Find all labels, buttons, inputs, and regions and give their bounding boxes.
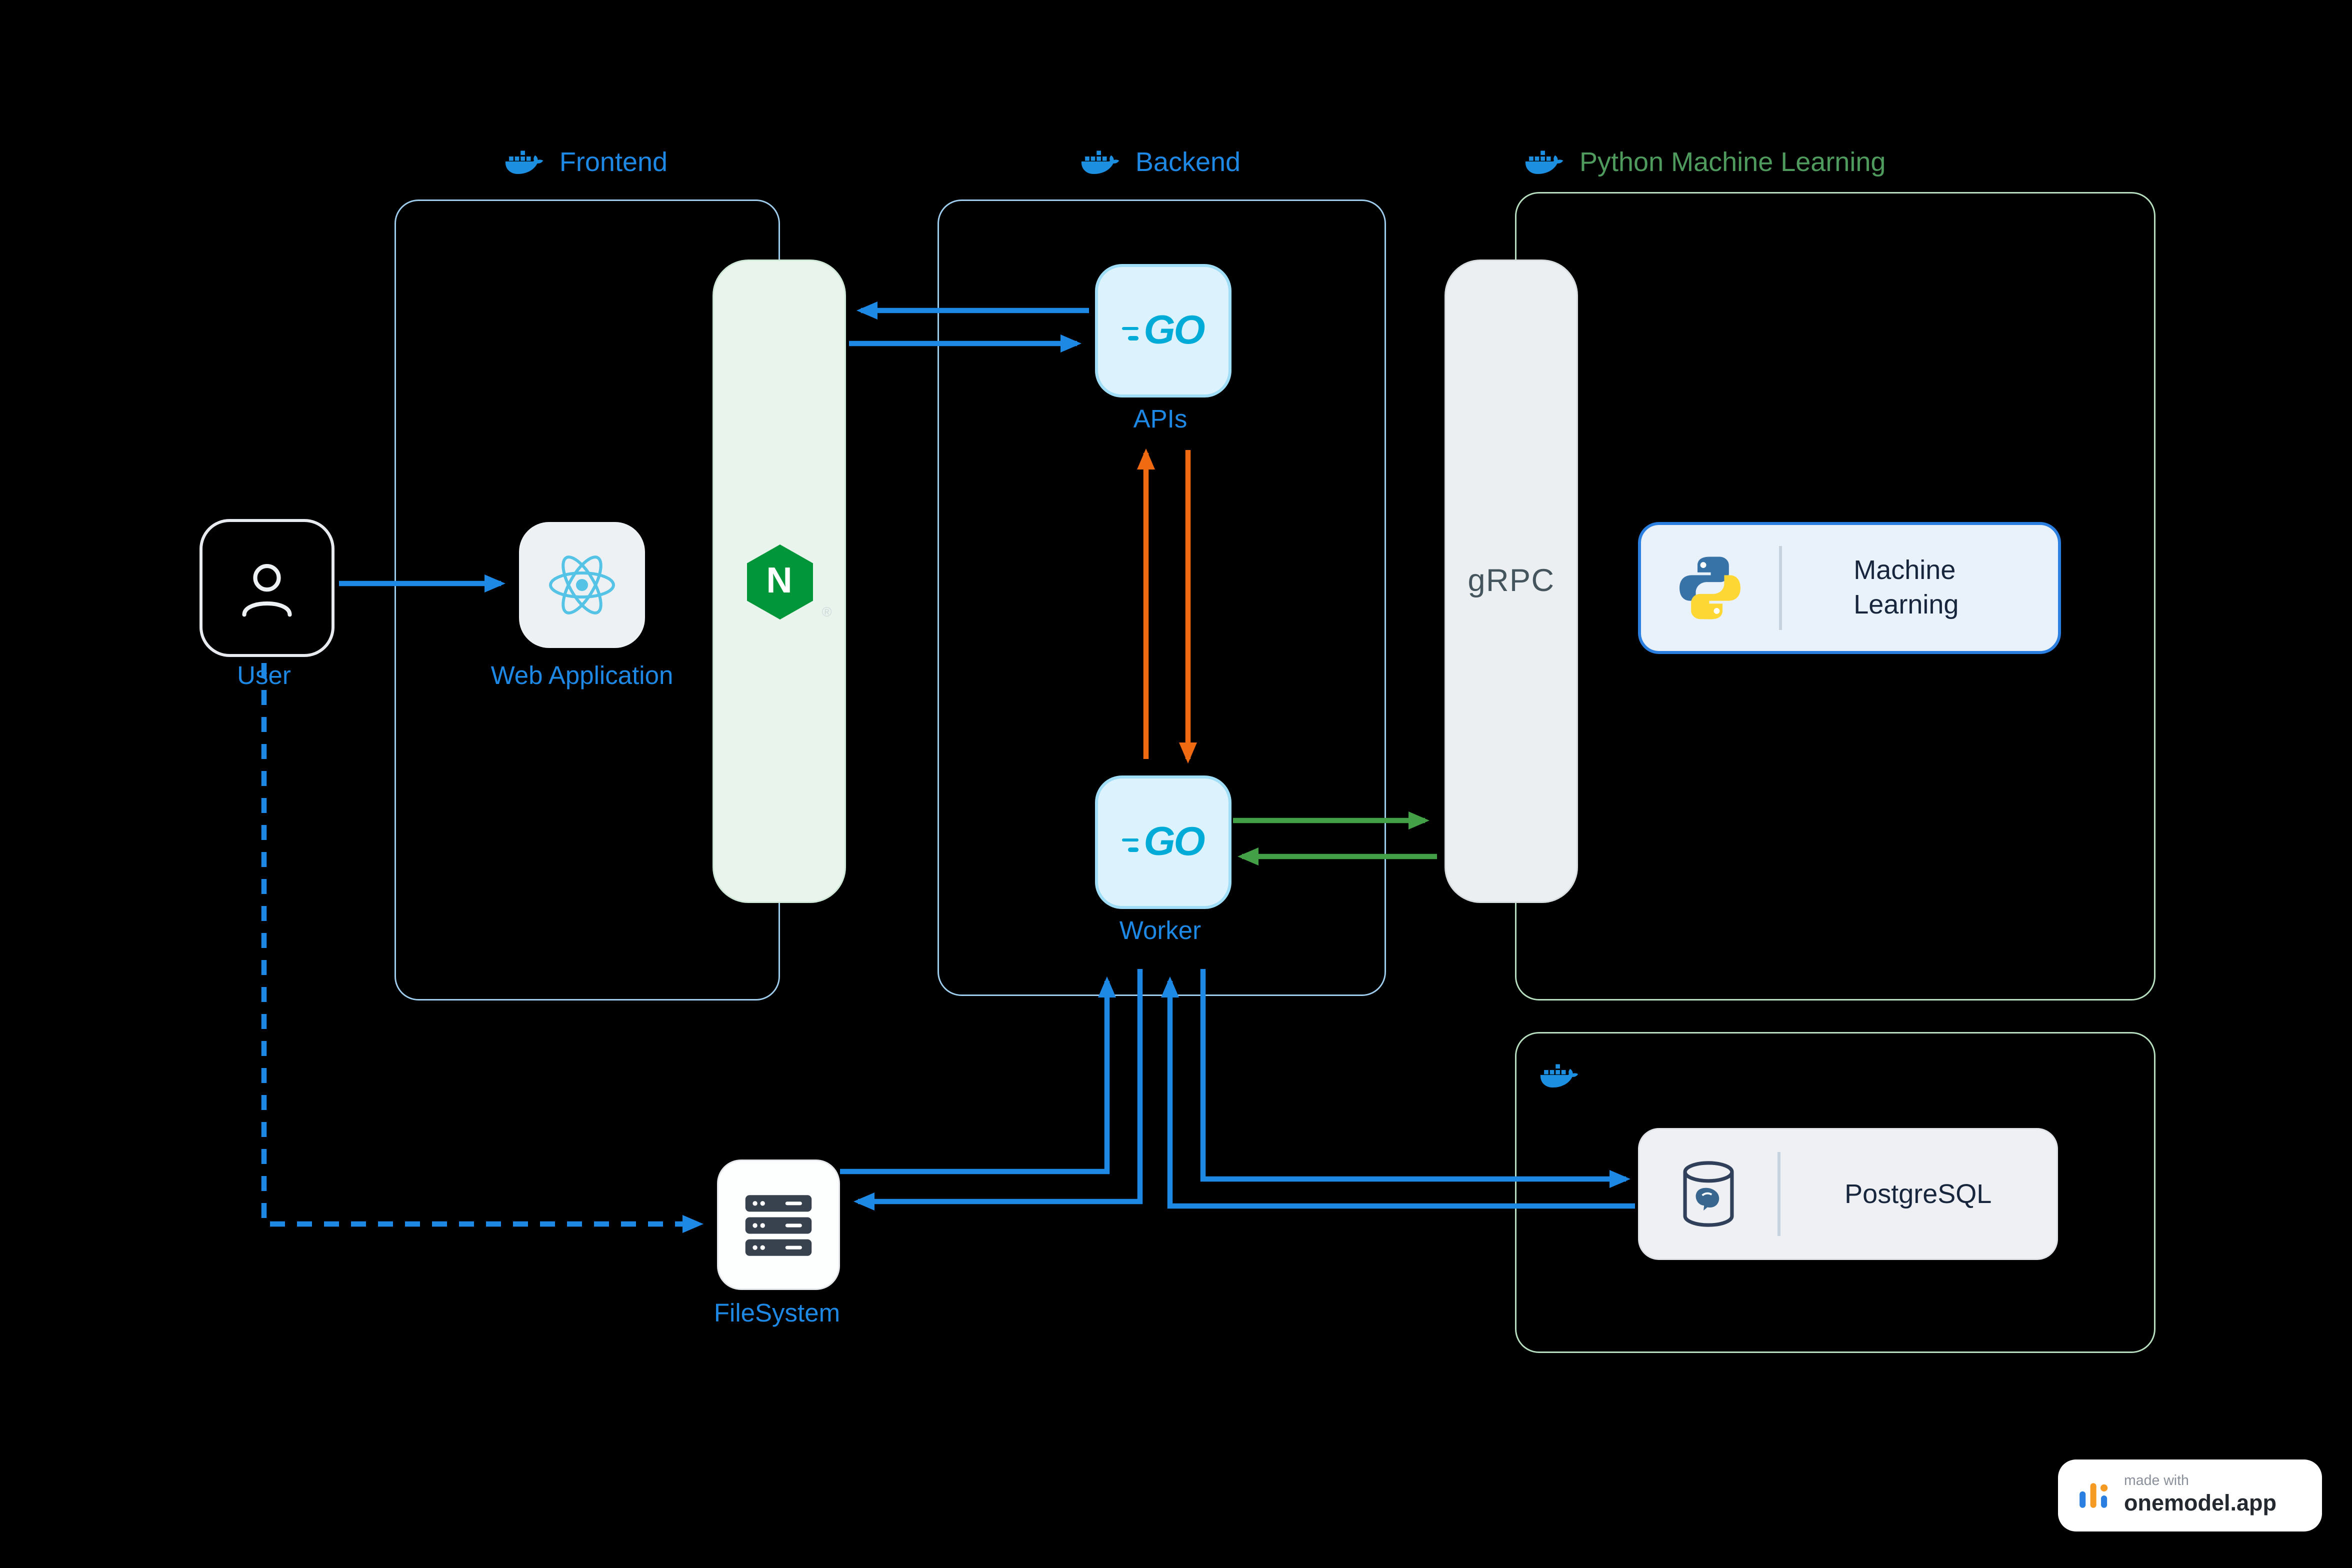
nginx-logo-letter: N [766,560,792,601]
python-ml-section-label: Python Machine Learning [1580,146,1886,176]
backend-section-header: Backend [938,142,1383,182]
backend-section-label: Backend [1135,146,1241,176]
database-cylinder-icon [1683,1161,1734,1227]
postgresql-node: PostgreSQL [1638,1128,2058,1260]
divider [1779,546,1782,630]
postgresql-label: PostgreSQL [1780,1178,2057,1210]
grpc-node: gRPC [1444,260,1578,903]
frontend-section-header: Frontend [394,142,777,182]
server-stack-icon [745,1194,812,1256]
web-application-label: Web Application [490,662,674,690]
worker-label: Worker [1119,916,1202,945]
go-logo: GO [1122,819,1206,866]
machine-learning-label-text: Machine Learning [1854,554,1959,620]
user-label: User [237,662,291,690]
machine-learning-label: Machine Learning [1782,553,2058,623]
edge-filesystem-to-worker [840,976,1116,1174]
postgresql-icon [1640,1156,1778,1232]
machine-learning-node: Machine Learning [1638,522,2061,654]
postgresql-label-text: PostgreSQL [1844,1178,1992,1208]
edge-worker-to-filesystem [854,969,1143,1210]
onemodel-badge-text: made with onemodel.app [2124,1472,2277,1517]
filesystem-node [717,1160,840,1290]
nginx-node: N ® [712,260,846,903]
go-speed-lines-icon [1122,326,1140,340]
go-logo-text: GO [1144,308,1205,352]
nginx-icon: N ® [744,542,832,620]
worker-node: GO [1095,776,1232,909]
react-icon [549,556,615,614]
python-ml-section-header: Python Machine Learning [1524,142,2162,182]
registered-mark: ® [822,604,832,619]
go-logo-text: GO [1144,819,1205,864]
web-application-node [519,522,645,648]
apis-label: APIs [1133,405,1188,434]
nginx-hexagon [746,544,812,619]
python-logo-icon [1680,556,1740,620]
grpc-label: gRPC [1468,563,1555,598]
user-icon [242,564,292,617]
docker-icon [1540,1064,1578,1088]
go-logo: GO [1122,308,1206,354]
onemodel-badge[interactable]: made with onemodel.app [2058,1460,2322,1532]
onemodel-brand-text: onemodel.app [2124,1490,2277,1516]
docker-icon [1081,150,1120,174]
apis-node: GO [1095,264,1232,398]
docker-icon [505,150,544,174]
docker-icon [1525,150,1564,174]
database-section-header [1539,1056,1580,1095]
divider [1778,1152,1780,1236]
go-speed-lines-icon [1122,838,1140,852]
python-icon [1641,550,1779,626]
made-with-text: made with [2124,1472,2189,1490]
frontend-section-label: Frontend [559,146,668,176]
onemodel-logo-icon [2080,1483,2108,1508]
filesystem-label: FileSystem [714,1299,840,1328]
user-node [200,519,334,657]
